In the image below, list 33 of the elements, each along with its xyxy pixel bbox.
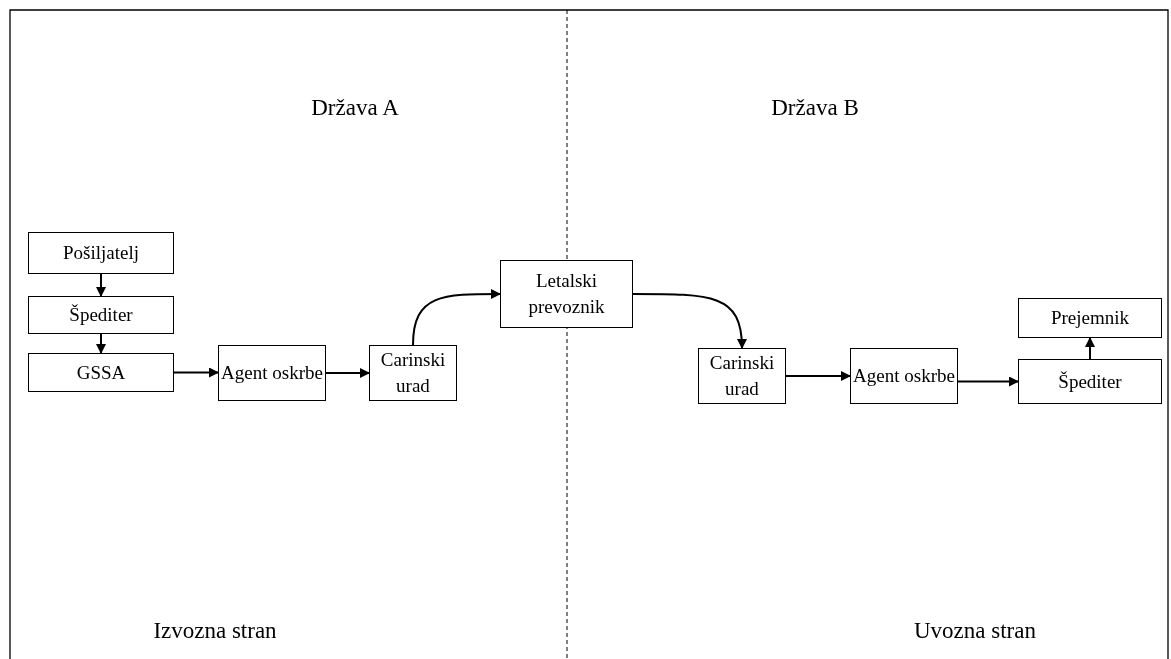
arrow <box>412 289 501 346</box>
box-label: GSSA <box>76 360 126 385</box>
process-box <box>1018 359 1162 404</box>
region-heading: Država A <box>311 95 399 121</box>
arrow <box>957 376 1019 387</box>
box-label: Agent oskrbe <box>221 361 323 386</box>
arrow <box>96 273 106 297</box>
arrow <box>1085 337 1095 360</box>
box-label: Carinski urad <box>708 351 776 401</box>
process-box <box>850 348 958 404</box>
box-label: Prejemnik <box>1050 306 1130 331</box>
box-label: Špediter <box>1058 369 1122 394</box>
arrow <box>632 293 747 349</box>
region-heading: Država B <box>771 95 859 121</box>
process-box <box>218 345 326 401</box>
arrow <box>173 367 219 378</box>
side-label: Izvozna stran <box>153 618 277 644</box>
box-label: Carinski urad <box>379 348 447 398</box>
process-box <box>28 353 174 392</box>
process-box <box>369 345 457 401</box>
box-label: Špediter <box>69 303 133 328</box>
arrow <box>96 333 106 354</box>
process-box <box>28 232 174 274</box>
process-box <box>698 348 786 404</box>
arrow <box>785 371 851 381</box>
process-box <box>500 260 633 328</box>
side-label: Uvozna stran <box>914 618 1036 644</box>
process-box <box>1018 298 1162 338</box>
box-label: Letalski prevoznik <box>527 269 606 319</box>
box-label: Agent oskrbe <box>853 364 955 389</box>
box-label: Pošiljatelj <box>63 241 139 266</box>
arrow <box>325 368 370 378</box>
process-box <box>28 296 174 334</box>
